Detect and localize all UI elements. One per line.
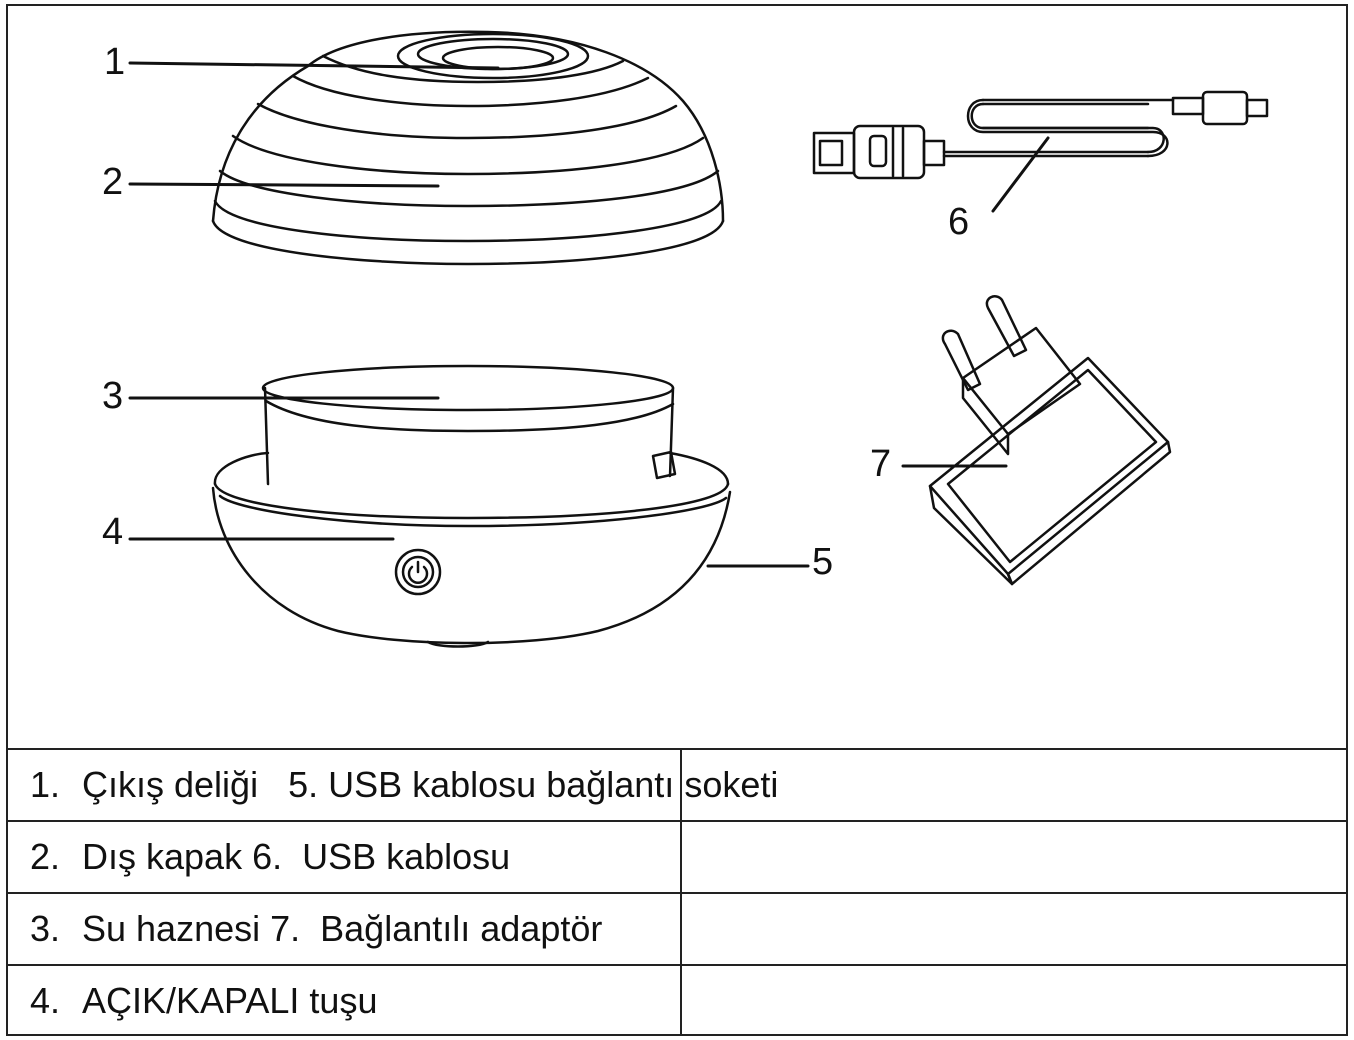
legend-cell-empty [681,964,1346,1036]
legend-row: 1. Çıkış deliği 5. USB kablosu bağlantı s… [8,748,1346,821]
callout-7: 7 [870,443,891,485]
legend-cell-empty [681,748,1346,821]
legend-cell-empty [681,892,1346,965]
legend-cell: 1. Çıkış deliği 5. USB kablosu bağlantı s… [8,748,778,821]
callout-6: 6 [948,201,969,243]
callout-3: 3 [102,375,123,417]
legend-number: 2. [30,836,61,877]
legend-cell: 2. Dış kapak 6. USB kablosu [8,820,682,893]
legend-number: 1. [30,764,61,805]
diagram-frame: 1 2 3 4 5 6 7 1. Çıkış deliği 5. USB kabl… [6,4,1348,1036]
parts-legend-table: 1. Çıkış deliği 5. USB kablosu bağlantı s… [8,748,1346,1036]
legend-text: Su haznesi 7. Bağlantılı adaptör [82,908,603,949]
legend-row: 4. AÇIK/KAPALI tuşu [8,964,1346,1036]
legend-cell: 3. Su haznesi 7. Bağlantılı adaptör [8,892,682,965]
legend-cell-empty [681,820,1346,893]
parts-diagram: 1 2 3 4 5 6 7 [102,30,1269,648]
adaptor-drawing [928,295,1172,586]
legend-number: 4. [30,980,61,1021]
legend-text: AÇIK/KAPALI tuşu [82,980,378,1021]
legend-text: Dış kapak 6. USB kablosu [82,836,511,877]
legend-number: 3. [30,908,61,949]
legend-cell: 4. AÇIK/KAPALI tuşu [8,964,682,1036]
callout-4: 4 [102,511,123,553]
callout-5: 5 [812,541,833,583]
base-drawing [211,364,732,648]
usb-cable-drawing [812,90,1269,180]
outer-cover-drawing [211,30,725,266]
product-figure: 1 2 3 4 5 6 7 [8,6,1346,746]
callout-1: 1 [104,41,125,83]
leader-lines [128,61,1050,568]
legend-row: 2. Dış kapak 6. USB kablosu [8,820,1346,893]
legend-text: Çıkış deliği 5. USB kablosu bağlantı sok… [82,764,779,805]
legend-row: 3. Su haznesi 7. Bağlantılı adaptör [8,892,1346,965]
callout-2: 2 [102,161,123,203]
